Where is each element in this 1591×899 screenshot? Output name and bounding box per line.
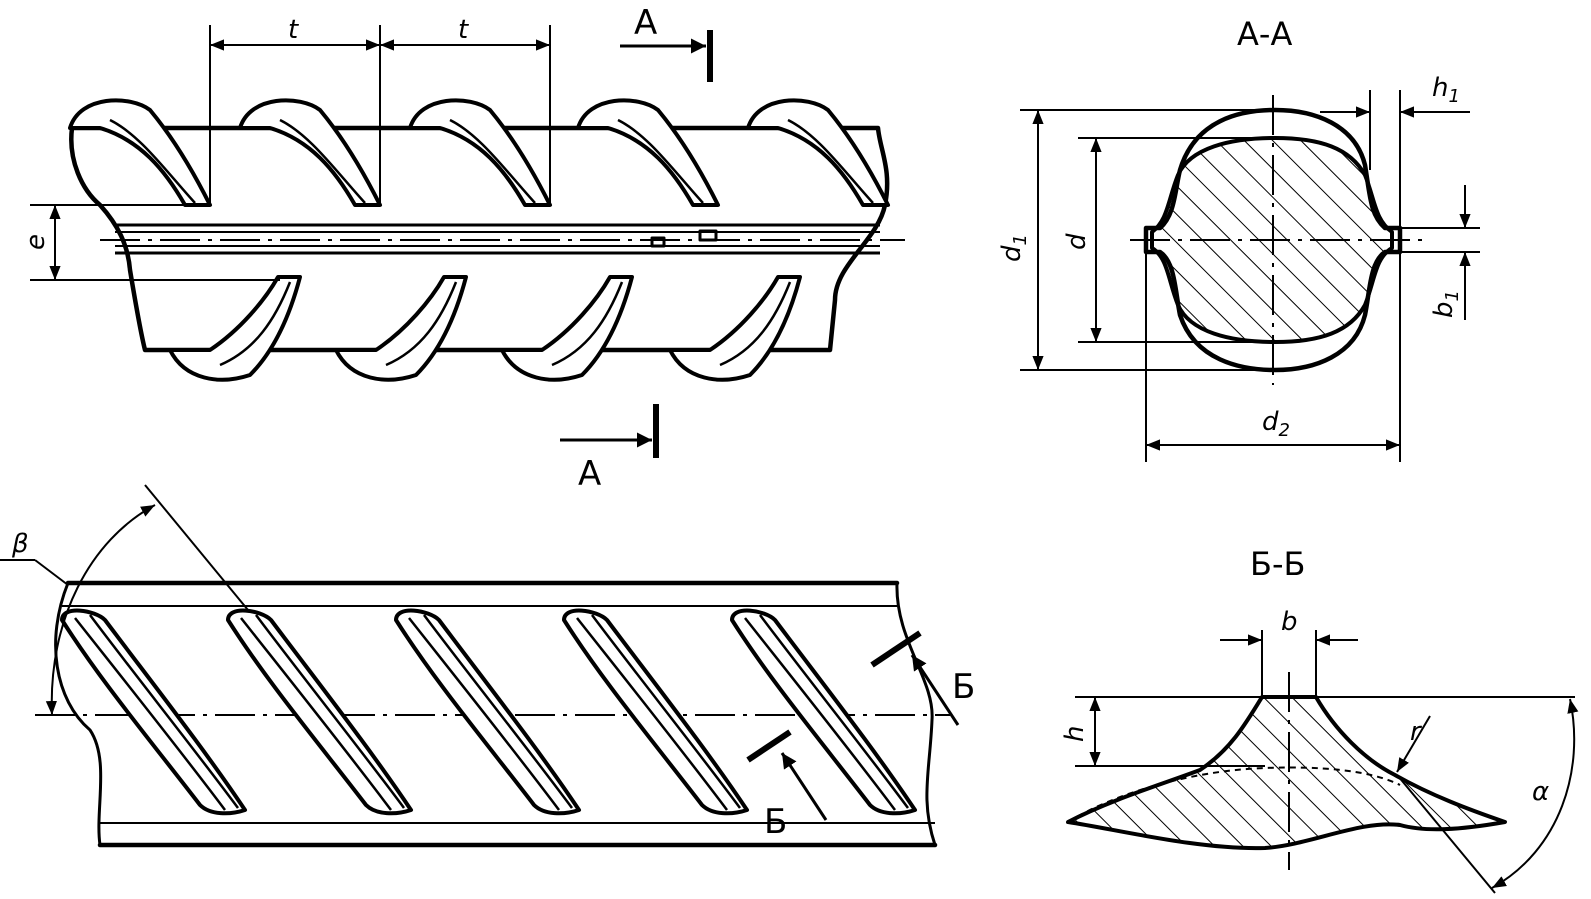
transverse-rib bbox=[576, 98, 720, 207]
inclined-ribs bbox=[60, 608, 917, 816]
section-mark-b-lower: Б bbox=[746, 729, 828, 842]
transverse-rib bbox=[238, 98, 382, 207]
alpha-label: α bbox=[1532, 777, 1549, 807]
section-mark-b-right: Б bbox=[870, 630, 975, 726]
d2-label: d2 bbox=[1262, 407, 1290, 441]
side-view-top: t t e А А bbox=[21, 3, 905, 494]
section-title-bb: Б-Б bbox=[1250, 545, 1305, 583]
r-label: r bbox=[1410, 717, 1423, 747]
section-bb: Б-Б b h r α bbox=[1060, 545, 1579, 894]
d-label: d bbox=[1062, 233, 1092, 250]
d1-label: d1 bbox=[997, 234, 1031, 262]
transverse-rib bbox=[334, 275, 468, 382]
b1-label: b1 bbox=[1429, 290, 1463, 318]
eccentricity-label: e bbox=[21, 234, 51, 250]
section-label-a-bottom: А bbox=[578, 454, 601, 494]
lower-ribs bbox=[168, 275, 802, 382]
transverse-rib bbox=[668, 275, 802, 382]
section-label-b-lower: Б bbox=[764, 802, 787, 842]
transverse-rib bbox=[500, 275, 634, 382]
section-aa: А-А d1 d h1 b1 bbox=[997, 15, 1480, 462]
transverse-rib bbox=[168, 275, 302, 382]
beta-label: β bbox=[11, 529, 29, 559]
section-label-a-top: А bbox=[634, 3, 657, 43]
eccentricity-dimension: e bbox=[21, 204, 280, 281]
b-label: b bbox=[1281, 607, 1298, 637]
section-title-aa: А-А bbox=[1237, 15, 1292, 53]
h1-label: h1 bbox=[1432, 73, 1460, 107]
section-mark-a-bottom: А bbox=[560, 404, 659, 494]
pitch-label-2: t bbox=[458, 15, 469, 45]
section-bb-profile bbox=[1066, 695, 1507, 851]
side-view-bottom: β Б Б bbox=[0, 484, 975, 848]
pitch-dimension: t t bbox=[209, 15, 551, 205]
transverse-rib bbox=[68, 98, 212, 207]
upper-ribs bbox=[68, 98, 890, 207]
pitch-label-1: t bbox=[288, 15, 299, 45]
beta-angle: β bbox=[0, 484, 249, 716]
marking-symbol bbox=[650, 229, 718, 248]
transverse-rib bbox=[408, 98, 552, 207]
section-mark-a-top: А bbox=[620, 3, 713, 82]
h-label: h bbox=[1060, 726, 1090, 742]
break-line bbox=[895, 582, 937, 846]
section-label-b-right: Б bbox=[952, 667, 975, 707]
transverse-rib bbox=[746, 98, 890, 207]
